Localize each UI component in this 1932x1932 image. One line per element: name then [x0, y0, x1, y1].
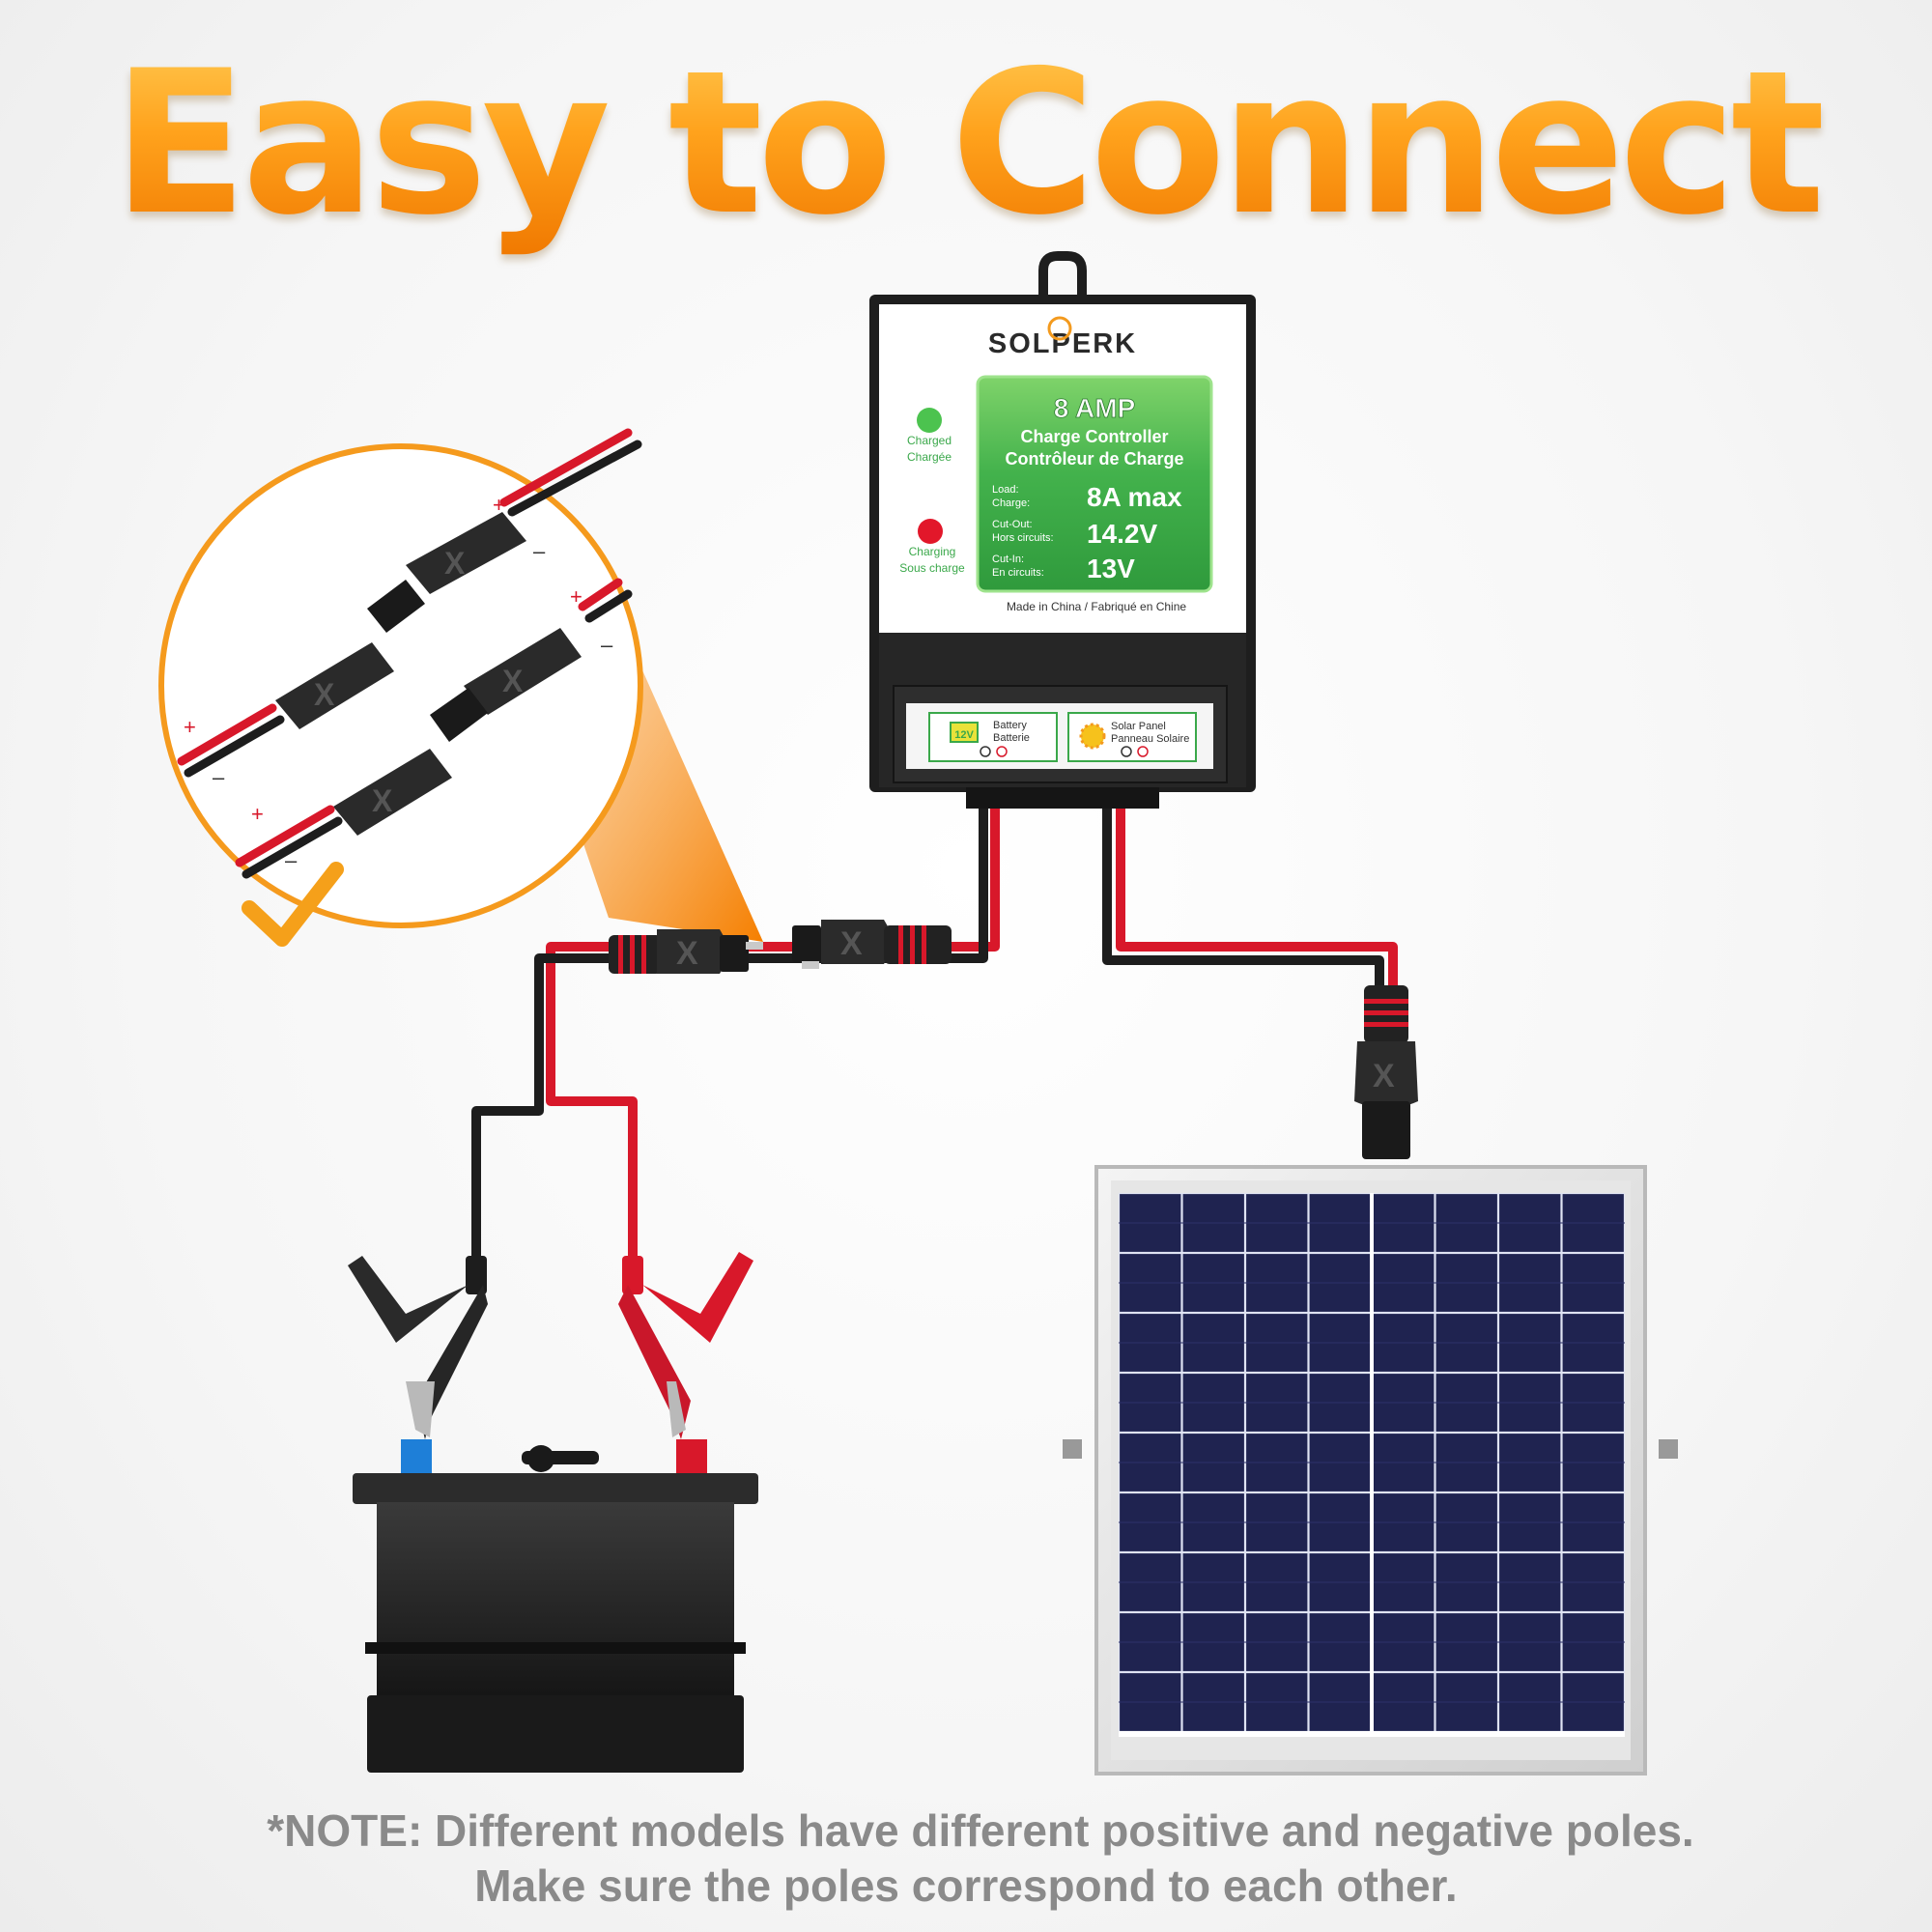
zoom-plus-label: +	[184, 715, 196, 739]
cutout-label: Cut-Out:	[992, 519, 1033, 530]
charging-led-label-fr: Sous charge	[899, 561, 965, 575]
cutout-label-fr: Hors circuits:	[992, 532, 1054, 544]
solar-sae-connector: X	[1354, 985, 1418, 1159]
controller-brand: SOLPERK	[988, 328, 1137, 359]
svg-text:X: X	[444, 546, 466, 581]
battery-black-wire	[471, 807, 988, 1265]
note-line-1: *NOTE: Different models have different p…	[267, 1805, 1694, 1856]
made-in: Made in China / Fabriqué en Chine	[1007, 600, 1186, 613]
battery-plus-icon	[996, 746, 1008, 757]
solar-minus-icon	[1121, 746, 1132, 757]
title-fr: Contrôleur de Charge	[1005, 449, 1183, 469]
rating: 8 AMP	[1054, 393, 1136, 423]
zoom-plus-label: +	[251, 802, 264, 826]
solar-port-text-fr: Panneau Solaire	[1111, 733, 1189, 745]
load-label-fr: Charge:	[992, 497, 1030, 509]
battery-red-wire	[546, 807, 1000, 1265]
charged-led-label-fr: Chargée	[907, 450, 952, 464]
charging-led	[918, 519, 943, 544]
cutout-value: 14.2V	[1087, 519, 1157, 549]
battery-icon	[950, 722, 979, 743]
charged-led-label: Charged	[907, 434, 952, 447]
sun-icon	[1079, 723, 1106, 750]
note-line-2: Make sure the poles correspond to each o…	[474, 1861, 1458, 1911]
red-clip	[618, 1252, 753, 1439]
zoom-minus-label: –	[601, 633, 613, 657]
solar-plus-icon	[1137, 746, 1149, 757]
zoom-minus-label: –	[285, 848, 298, 872]
solar-port-text: Solar Panel	[1111, 721, 1166, 732]
load-value: 8A max	[1087, 482, 1182, 512]
svg-text:X: X	[372, 783, 393, 818]
checkmark-icon	[242, 862, 344, 947]
cutin-label-fr: En circuits:	[992, 567, 1044, 579]
load-label: Load:	[992, 484, 1019, 496]
zoom-minus-label: –	[213, 765, 225, 789]
battery-icon-text: 12V	[954, 729, 974, 741]
charging-led-label: Charging	[909, 545, 956, 558]
cutin-value: 13V	[1087, 554, 1135, 583]
zoom-plus-label: +	[570, 584, 582, 609]
headline: Easy to Connect	[0, 29, 1932, 259]
solar-red-wire	[1116, 807, 1398, 995]
sae-connector-pair: X X	[609, 920, 952, 974]
brand-sun-icon	[1047, 316, 1072, 341]
svg-text:X: X	[314, 677, 335, 712]
title-en: Charge Controller	[1020, 427, 1168, 446]
battery-port-text-fr: Batterie	[993, 732, 1030, 744]
svg-text:X: X	[1373, 1058, 1395, 1094]
svg-text:X: X	[502, 664, 524, 698]
zoom-minus-label: –	[533, 539, 546, 563]
battery-minus-icon	[980, 746, 991, 757]
svg-text:X: X	[840, 925, 863, 962]
solar-black-wire	[1102, 807, 1384, 995]
black-clip	[348, 1256, 488, 1439]
charged-led	[917, 408, 942, 433]
battery-port-text: Battery	[993, 720, 1027, 731]
cutin-label: Cut-In:	[992, 554, 1024, 565]
battery	[353, 1439, 758, 1773]
spec-label	[976, 375, 1213, 593]
svg-text:X: X	[676, 935, 698, 972]
zoom-detail: X X X X	[158, 428, 643, 947]
zoom-plus-label: +	[493, 493, 505, 517]
solar-panel	[1063, 1165, 1678, 1776]
